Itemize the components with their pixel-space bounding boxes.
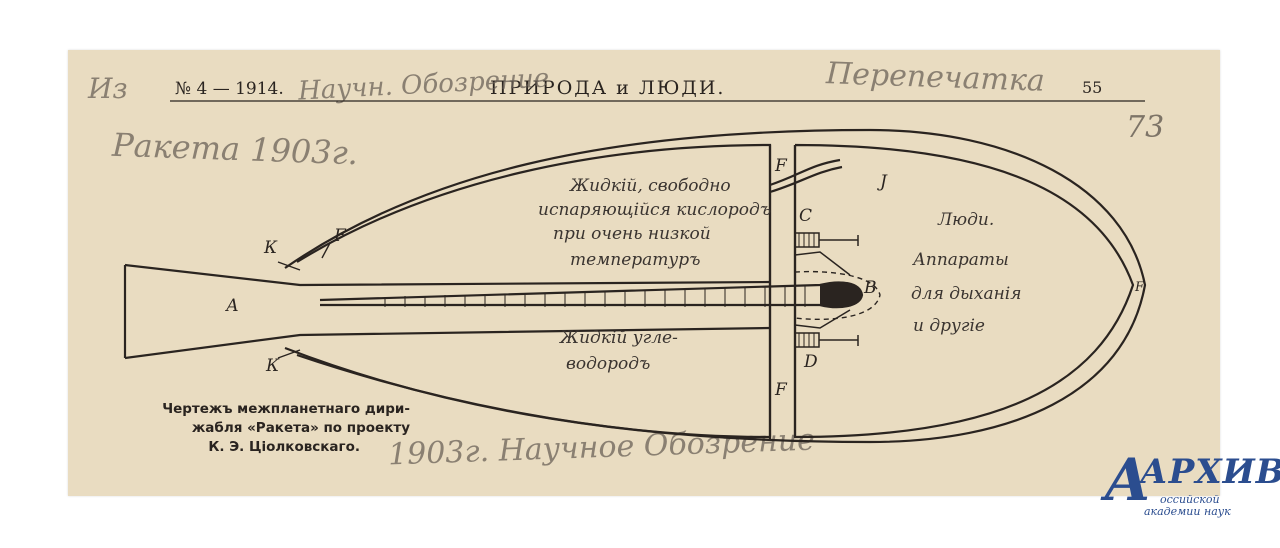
label-a: А	[226, 296, 239, 316]
label-k-bottom: К	[266, 356, 280, 376]
oxygen-label-line-4: температуръ	[570, 250, 701, 270]
logo-name: АРХИВ	[1140, 452, 1280, 492]
newspaper-clipping	[68, 50, 1220, 496]
page-number: 55	[1082, 78, 1103, 97]
label-d: D	[804, 352, 818, 372]
magazine-title: ПРИРОДА и ЛЮДИ.	[490, 77, 726, 99]
cabin-label-line-1: Люди.	[938, 210, 995, 230]
oxygen-label-line-3: при очень низкой	[553, 224, 711, 244]
handwritten-code: Из	[88, 72, 128, 105]
label-c: С	[799, 206, 813, 226]
label-k-top: К	[264, 238, 278, 258]
hydrogen-label-line-2: водородъ	[566, 354, 651, 374]
label-f-right: F	[1135, 280, 1145, 295]
oxygen-label-line-2: испаряющійся кислородъ	[538, 200, 772, 220]
label-f-mid-bottom: F	[775, 380, 787, 400]
caption-line-3: К. Э. Ціолковскаго.	[208, 439, 360, 455]
handwritten-corner-number: 73	[1126, 110, 1165, 145]
issue-number: № 4 — 1914.	[175, 79, 284, 99]
logo-line-2: академии наук	[1144, 505, 1231, 518]
oxygen-label-line-1: Жидкій, свободно	[570, 176, 731, 196]
caption-line-1: Чертежъ межпланетнаго дири-	[162, 401, 410, 417]
label-f-top-left: F	[334, 226, 346, 246]
label-b: В	[864, 278, 877, 298]
hydrogen-label-line-1: Жидкій угле-	[560, 328, 678, 348]
label-i: J	[880, 172, 887, 192]
label-f-mid-top: F	[775, 156, 787, 176]
caption-line-2: жабля «Ракета» по проекту	[191, 420, 410, 436]
cabin-label-line-4: и другіе	[913, 316, 985, 336]
caption: Чертежъ межпланетнаго дири- жабля «Ракет…	[120, 400, 410, 457]
logo-line-1: оссийской	[1160, 493, 1220, 506]
cabin-label-line-2: Аппараты	[913, 250, 1009, 270]
logo-letter-icon: А	[1104, 446, 1152, 514]
cabin-label-line-3: для дыханія	[911, 284, 1022, 304]
archive-logo: А АРХИВ оссийской академии наук	[1090, 446, 1280, 532]
